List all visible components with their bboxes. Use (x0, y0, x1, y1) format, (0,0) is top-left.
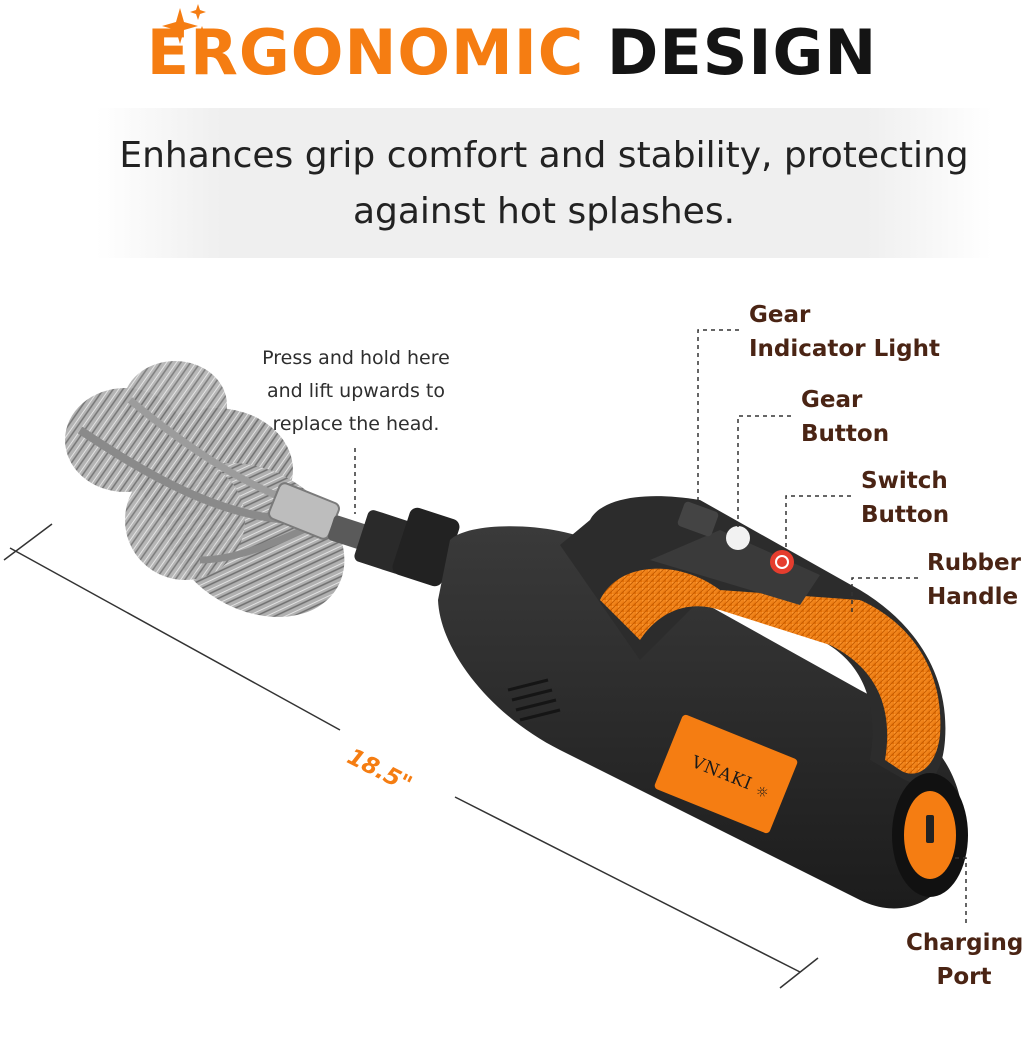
brand-logo-plate: VNAKI ☼ (654, 714, 798, 834)
callout-rubber-handle: Rubber Handle (927, 546, 1021, 614)
callout-gear-button: Gear Button (801, 383, 889, 451)
head-release-hint: Press and hold here and lift upwards to … (228, 342, 484, 441)
power-icon (775, 555, 789, 569)
callout-charging-port-line-1: Charging (906, 930, 1024, 956)
subtitle-line-1: Enhances grip comfort and stability, pro… (119, 135, 969, 176)
sparkle-icon (162, 4, 208, 44)
callout-charging-port: Charging Port (906, 926, 1024, 994)
callout-gear-indicator-line-1: Gear (749, 302, 811, 328)
callout-switch-button-line-1: Switch (861, 468, 948, 494)
hint-line-3: replace the head. (272, 413, 440, 435)
callout-switch-button: Switch Button (861, 464, 949, 532)
callout-gear-indicator-light: Gear Indicator Light (749, 298, 940, 366)
callout-gear-indicator-line-2: Indicator Light (749, 336, 940, 362)
headline: ERGONOMIC DESIGN (0, 16, 1024, 92)
subtitle-banner (96, 108, 992, 258)
gear-button[interactable] (726, 526, 750, 550)
headline-accent: ERGONOMIC (146, 16, 585, 89)
hint-line-1: Press and hold here (262, 347, 450, 369)
callout-rubber-handle-line-1: Rubber (927, 550, 1021, 576)
brush-head (65, 361, 345, 618)
tool-body: VNAKI ☼ (438, 496, 968, 909)
callout-rubber-handle-line-2: Handle (927, 584, 1019, 610)
gear-indicator-light (677, 501, 719, 537)
headline-rest: DESIGN (606, 16, 878, 89)
switch-button[interactable] (770, 550, 794, 574)
product-illustration: VNAKI ☼ (3, 329, 968, 989)
svg-text:☼: ☼ (753, 783, 771, 803)
shaft (328, 507, 460, 587)
callout-gear-button-line-1: Gear (801, 387, 863, 413)
callout-leaders (354, 329, 967, 925)
callout-charging-port-line-2: Port (936, 964, 992, 990)
callout-gear-button-line-2: Button (801, 421, 890, 447)
dimension-line (3, 523, 819, 989)
callout-switch-button-line-2: Button (861, 502, 950, 528)
subtitle-line-2: against hot splashes. (352, 191, 736, 232)
charging-port-socket (926, 815, 934, 843)
subtitle: Enhances grip comfort and stability, pro… (96, 128, 992, 240)
hint-line-2: and lift upwards to (266, 380, 446, 402)
